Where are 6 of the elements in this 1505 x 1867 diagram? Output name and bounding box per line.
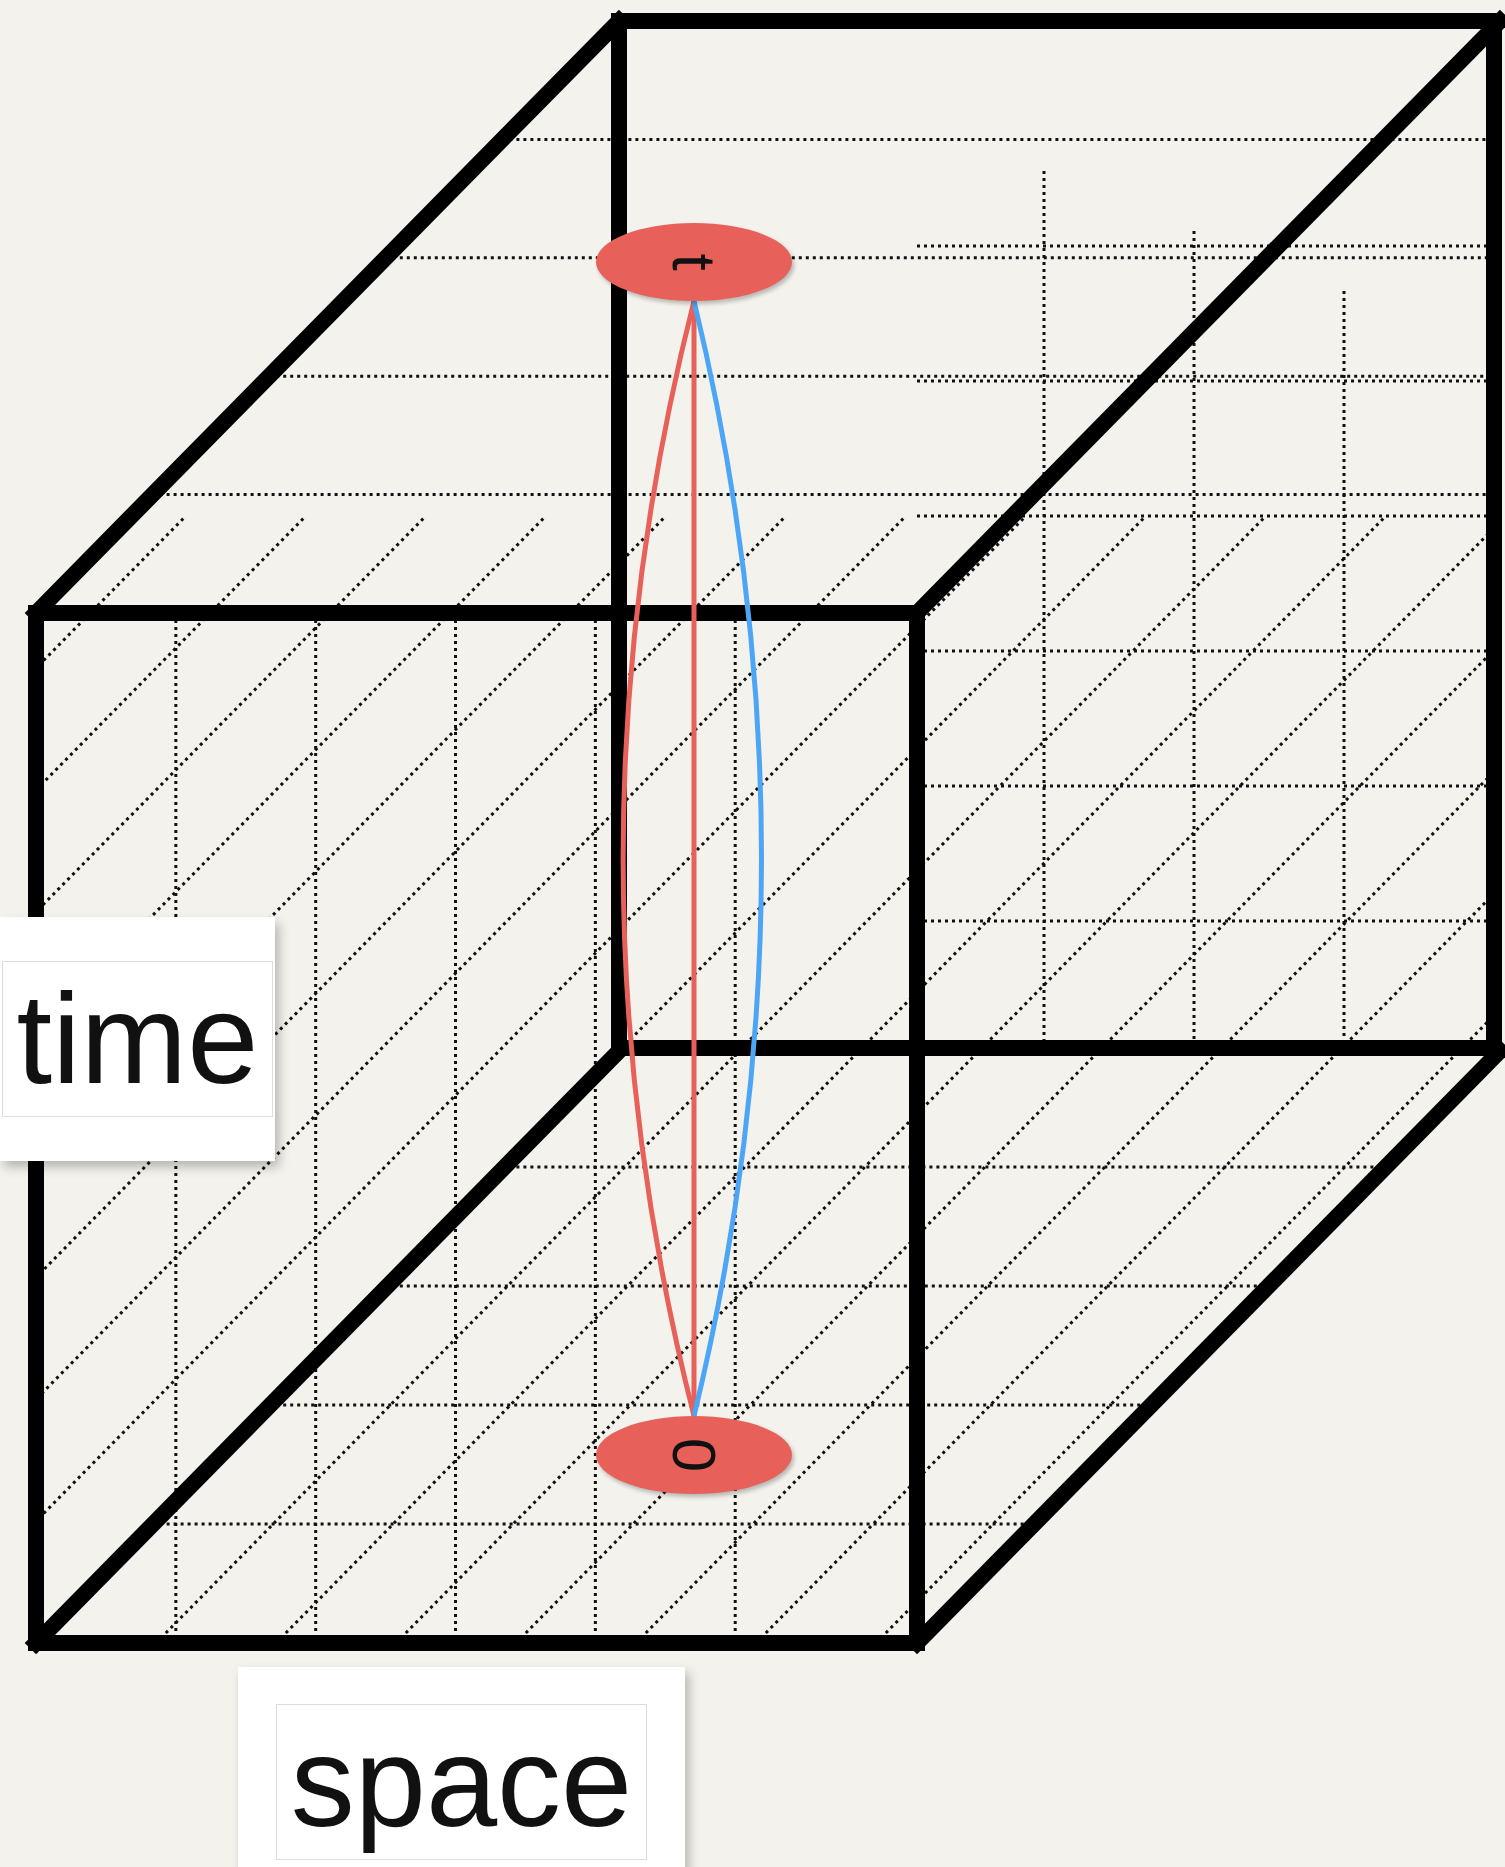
node-label: t xyxy=(663,253,725,271)
node-ellipse xyxy=(596,1416,792,1494)
node-label: 0 xyxy=(663,1437,725,1473)
connector-line xyxy=(691,300,764,1417)
axis-label: space xyxy=(275,1704,648,1860)
axis-label: time xyxy=(1,961,274,1117)
